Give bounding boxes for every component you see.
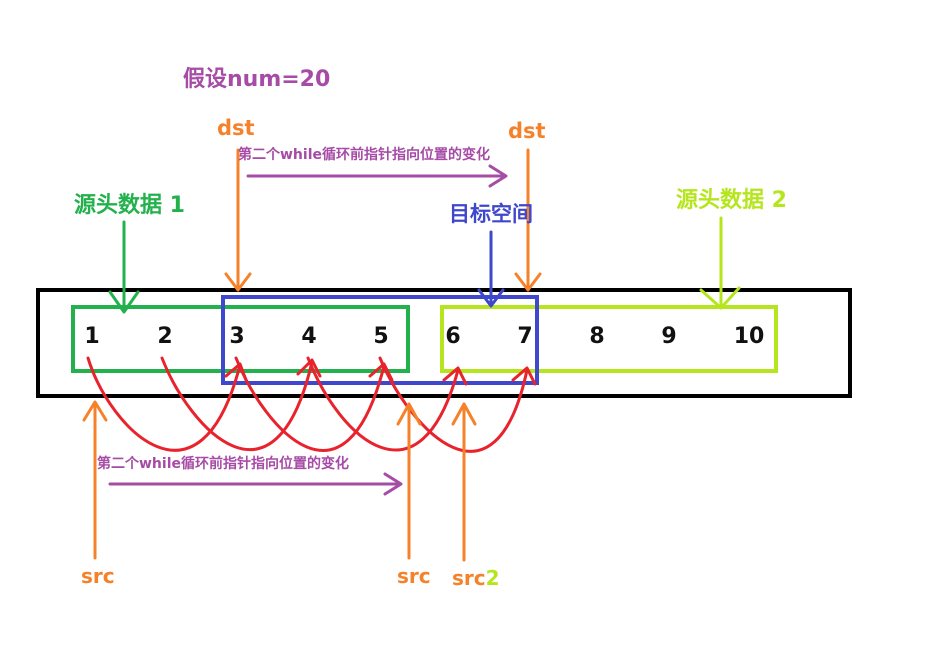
array-cell-2: 2	[157, 324, 173, 349]
move-arc-5-to-7	[378, 356, 529, 453]
src-arrow-3	[451, 402, 477, 562]
source-data-2-box	[440, 305, 778, 373]
array-cell-9: 9	[661, 324, 677, 349]
array-cell-6: 6	[445, 324, 461, 349]
arrowhead-7	[511, 366, 537, 386]
src-arrows	[82, 400, 477, 562]
move-arcs	[86, 356, 537, 453]
arrowhead-5	[368, 362, 394, 382]
bottom-move-arrow	[108, 472, 403, 496]
array-cell-10: 10	[733, 324, 765, 349]
src-label-3: src2	[452, 568, 500, 588]
assume-label: 假设num=20	[183, 67, 331, 92]
target-space-arrow	[477, 230, 505, 308]
source-data-2-label: 源头数据 2	[676, 188, 787, 213]
move-arc-4-to-6	[306, 356, 460, 452]
array-cell-1: 1	[84, 324, 100, 349]
dst-arrows	[224, 148, 542, 292]
arrowhead-6	[442, 366, 468, 386]
target-space-label: 目标空间	[449, 202, 533, 226]
src-arrow-2	[396, 402, 422, 560]
src-label-1: src	[81, 564, 115, 588]
pointer-move-arrows	[108, 164, 508, 496]
array-cell-3: 3	[229, 324, 245, 349]
top-move-caption: 第二个while循环前指针指向位置的变化	[238, 147, 490, 163]
dst-arrow-2	[514, 148, 542, 292]
dst-label-2: dst	[508, 119, 546, 143]
src-label-3-text: src	[452, 566, 486, 590]
move-arc-3-to-5	[234, 356, 386, 452]
array-cell-7: 7	[517, 324, 533, 349]
array-cell-8: 8	[589, 324, 605, 349]
dst-arrow-1	[224, 148, 252, 292]
dst-label-1: dst	[217, 116, 255, 140]
source-data-2-arrow	[699, 216, 741, 310]
move-arc-1-to-3	[86, 356, 242, 452]
bottom-move-caption: 第二个while循环前指针指向位置的变化	[97, 456, 349, 472]
arrowhead-4	[296, 358, 322, 378]
source-data-1-arrow	[108, 220, 140, 314]
src-arrow-1	[82, 400, 108, 560]
src-label-2: src	[397, 564, 431, 588]
array-cell-5: 5	[373, 324, 389, 349]
src-label-3-suffix: 2	[485, 566, 500, 590]
source-data-1-label: 源头数据 1	[74, 193, 185, 218]
top-move-arrow	[246, 164, 508, 188]
arrowhead-3	[224, 362, 248, 382]
move-arc-2-to-4	[160, 356, 314, 452]
array-cell-4: 4	[301, 324, 317, 349]
array-container	[36, 288, 852, 398]
